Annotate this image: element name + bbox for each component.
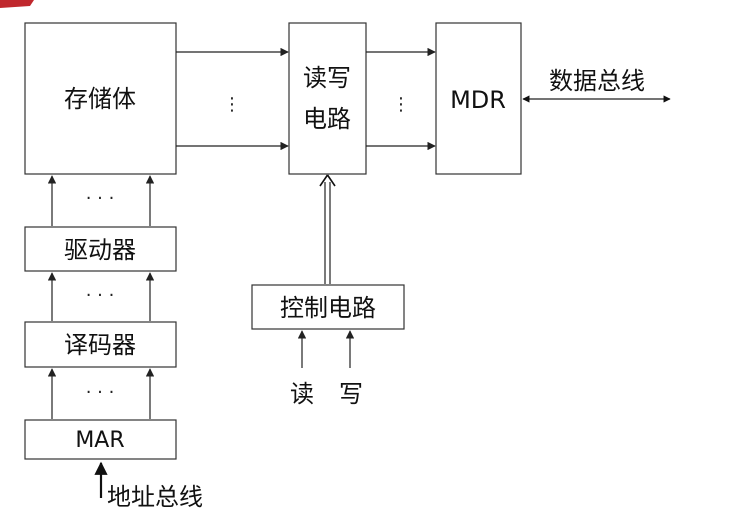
horizontal-ellipsis-1: · · · (86, 188, 115, 209)
write-signal-label: 写 (339, 380, 363, 408)
vertical-ellipsis-right: ⋮ (392, 94, 410, 115)
storage-box (24, 22, 177, 175)
mdr-box (435, 22, 522, 175)
corner-fragment (0, 0, 34, 8)
horizontal-ellipsis-3: · · · (86, 382, 115, 403)
vertical-ellipsis-left: ⋮ (223, 94, 241, 115)
rw-circuit-label-1: 读写 (303, 64, 351, 92)
rw-circuit-label-2: 电路 (303, 105, 351, 133)
mar-label: MAR (75, 428, 124, 453)
read-signal-label: 读 (290, 380, 314, 408)
horizontal-ellipsis-2: · · · (86, 285, 115, 306)
mdr-label: MDR (450, 86, 506, 114)
decoder-label: 译码器 (64, 331, 136, 359)
control-to-rw-arrowhead (319, 174, 336, 187)
storage-label: 存储体 (64, 85, 136, 113)
data-bus-label: 数据总线 (549, 67, 645, 95)
driver-box (24, 226, 177, 272)
driver-label: 驱动器 (64, 236, 136, 264)
control-circuit-label: 控制电路 (280, 294, 376, 322)
decoder-box (24, 321, 177, 368)
rw-circuit-box (288, 22, 367, 175)
control-circuit-box (251, 284, 405, 330)
address-bus-label: 地址总线 (107, 483, 203, 510)
mar-box (24, 419, 177, 460)
